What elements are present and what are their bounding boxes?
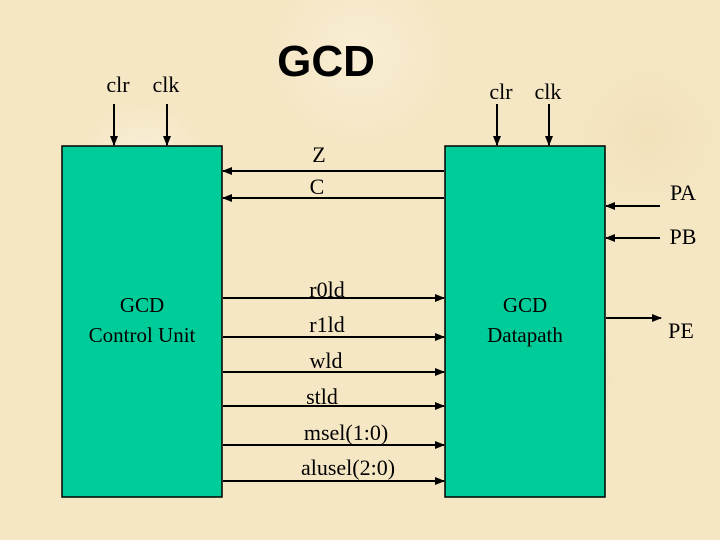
datapath-name-line2: Datapath <box>487 323 563 347</box>
datapath-clr-label: clr <box>489 79 513 104</box>
status-signal-z-label: Z <box>312 142 325 167</box>
input-pb-label: PB <box>670 224 697 249</box>
control-unit-block <box>61 145 223 498</box>
datapath-clk-label: clk <box>535 79 562 104</box>
control-unit-clk-label: clk <box>153 72 180 97</box>
input-pa-label: PA <box>670 180 696 205</box>
control-signal-wld-label: wld <box>310 348 343 373</box>
control-unit-clr-label: clr <box>106 72 130 97</box>
control-unit-name-line2: Control Unit <box>89 323 196 347</box>
datapath-block <box>444 145 606 498</box>
status-signal-c-label: C <box>310 174 325 199</box>
control-signal-alusel-label: alusel(2:0) <box>301 455 395 480</box>
control-unit-name-line1: GCD <box>120 293 164 317</box>
control-signal-stld-label: stld <box>306 384 338 409</box>
diagram-title: GCD <box>277 37 375 86</box>
control-signal-r1ld-label: r1ld <box>309 312 344 337</box>
output-pe-label: PE <box>668 318 694 343</box>
control-signal-msel-label: msel(1:0) <box>304 420 388 445</box>
datapath-name-line1: GCD <box>503 293 547 317</box>
